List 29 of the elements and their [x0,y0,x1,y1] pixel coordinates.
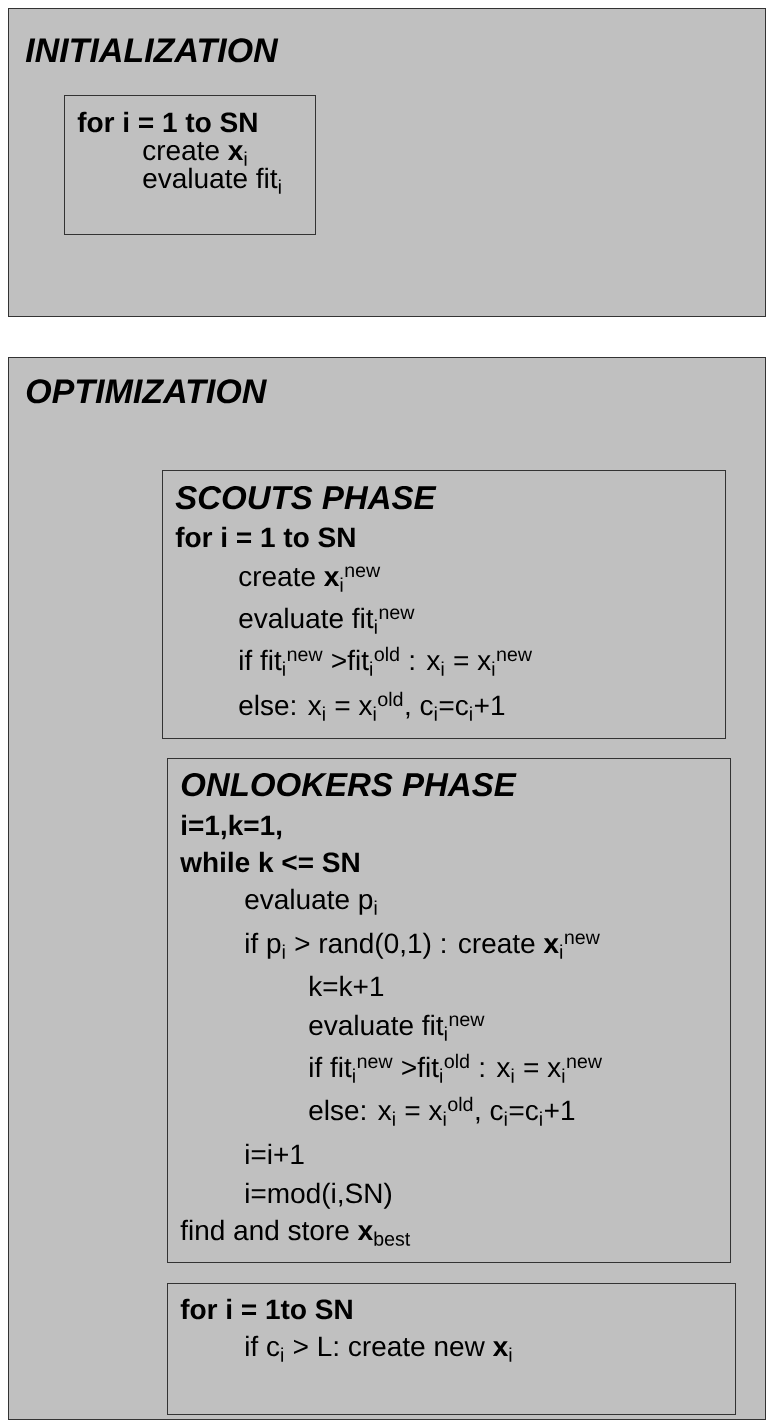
code-line: i=i+1 [246,1143,304,1164]
section-heading: INITIALIZATION [25,38,279,63]
code-line: evaluate p$_{i}$ [245,888,377,915]
code-line: if c$_{i}$ > L: create new x$_{i}$ [246,1335,512,1362]
code-line: i=1,k=1, [182,814,282,840]
code-line: create x$_{i}$new [239,566,381,592]
code-box [162,470,726,739]
code-line: find and store x$_{best}$ [180,1219,411,1246]
code-line: for i = 1 to SN [175,526,355,548]
phase-heading: ONLOOKERS PHASE [181,772,517,797]
code-line: else: x$_{i}$ = x$_{i}$$^{old}$, c$_{i}$=c$_{i}$+1 [309,1096,575,1126]
code-line: if fit$_{i}$$^{new}$ >fit$_{i}$$^{old}$ : x$_{i}$ = x$_{i}$new [310,1053,603,1083]
code-line: evaluate fit$_{i}$ [143,167,281,194]
code-line: evaluate fit$_{i}$new [309,1014,485,1041]
section-heading: OPTIMIZATION [26,379,267,404]
code-line: create x$_{i}$ [143,141,247,166]
code-line: for i = 1to SN [180,1298,352,1320]
code-line: i=mod(i,SN) [246,1182,392,1209]
code-line: if fit$_{i}$$^{new}$ >fit$_{i}$$^{old}$ : x$_{i}$ = x$_{i}$new [240,646,533,676]
code-box [64,95,316,235]
code-line: k=k+1 [310,975,384,996]
phase-heading: SCOUTS PHASE [175,485,437,510]
code-line: while k <= SN [180,851,359,873]
code-line: for i = 1 to SN [77,111,257,133]
code-line: evaluate fit$_{i}$new [239,607,415,634]
code-line: if p$_{i}$ > rand(0,1) : create x$_{i}$new [246,932,600,959]
code-box [167,758,731,1263]
code-box [167,1283,736,1415]
code-line: else: x$_{i}$ = x$_{i}$$^{old}$, c$_{i}$=c$_{i}$+1 [239,691,505,721]
